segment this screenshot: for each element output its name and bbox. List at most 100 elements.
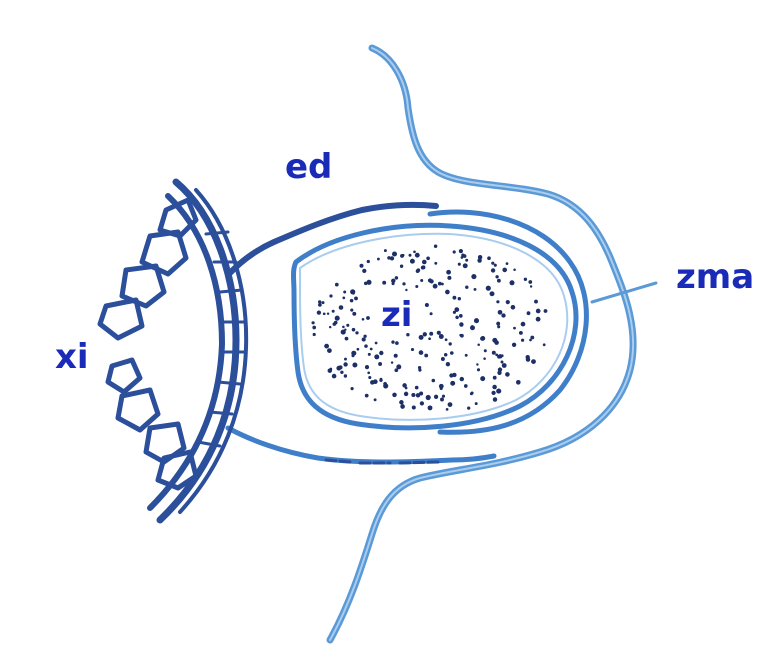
zi-oval-inner-outline: [300, 234, 567, 420]
zi-dot: [455, 316, 458, 319]
zi-dot: [492, 385, 497, 390]
zi-dot: [341, 330, 346, 335]
zi-dot: [370, 348, 373, 351]
zi-dot: [493, 397, 497, 401]
zi-dot: [449, 342, 452, 345]
zi-dot: [505, 372, 510, 377]
zi-dot: [399, 400, 404, 405]
zi-dot: [400, 254, 404, 258]
zi-dot: [441, 283, 444, 286]
zi-dot: [536, 309, 541, 314]
zi-dot: [419, 335, 424, 340]
zi-dot: [367, 371, 370, 374]
zi-dot: [440, 398, 444, 402]
zi-dot: [506, 300, 510, 304]
zi-dot: [465, 259, 468, 262]
zi-dot: [490, 291, 495, 296]
zi-dot: [405, 387, 408, 390]
zi-dot: [524, 278, 527, 281]
zi-dot: [432, 379, 436, 383]
zi-dot: [415, 285, 418, 288]
zi-dot: [492, 351, 496, 355]
zi-dot: [474, 318, 479, 323]
zi-dot: [362, 318, 365, 321]
zi-dot: [501, 361, 504, 364]
zi-dot: [536, 317, 541, 322]
zi-dot: [368, 281, 371, 284]
zi-dot: [350, 299, 354, 303]
zi-dot: [459, 322, 463, 326]
zi-dot: [480, 376, 485, 381]
zi-dot: [350, 309, 353, 312]
zi-dot: [465, 286, 468, 289]
zi-dot: [374, 398, 377, 401]
xylem-cell-4: [100, 300, 142, 338]
zi-dot: [364, 282, 367, 285]
zi-dot: [384, 249, 387, 252]
zi-dot: [359, 264, 363, 268]
zi-dot: [421, 265, 425, 269]
zi-dot: [497, 355, 501, 359]
zi-dot: [329, 294, 332, 297]
zi-dot: [312, 326, 316, 330]
zi-dot: [452, 373, 456, 377]
zi-dot: [396, 364, 401, 369]
zi-dot: [437, 331, 441, 335]
zi-dot: [495, 275, 498, 278]
zi-dot: [343, 362, 347, 366]
zi-dot: [543, 343, 546, 346]
zi-dot: [521, 339, 524, 342]
zi-dot: [475, 402, 478, 405]
zi-dot: [324, 344, 329, 349]
zi-dot: [497, 279, 501, 283]
zi-dot: [375, 342, 378, 345]
xylem-cells: [100, 200, 196, 488]
zi-dot: [534, 300, 538, 304]
zi-dot: [400, 265, 403, 268]
zi-dot: [409, 254, 412, 257]
zi-dot: [458, 297, 461, 300]
zi-dot: [494, 340, 499, 345]
zi-dot: [422, 260, 427, 265]
zi-dot: [513, 327, 516, 330]
zi-dot: [382, 281, 386, 285]
label-xi: xi: [55, 337, 89, 377]
zi-dot: [459, 249, 463, 253]
zi-dot: [313, 333, 316, 336]
zi-dot: [445, 290, 450, 295]
zi-dot: [344, 358, 347, 361]
xylem-cell-5: [108, 360, 140, 392]
zi-dot: [395, 276, 399, 280]
zi-dot: [491, 262, 494, 265]
zi-dot: [440, 387, 443, 390]
zi-dot: [311, 321, 314, 324]
label-zi: zi: [381, 295, 412, 335]
zi-dot: [453, 250, 456, 253]
zi-dot: [379, 379, 382, 382]
zi-dot: [340, 371, 343, 374]
zi-dot: [460, 377, 464, 381]
zi-dot: [346, 324, 349, 327]
zi-dot: [416, 269, 420, 273]
zi-dot: [531, 359, 536, 364]
zi-dot: [544, 309, 548, 313]
zi-dot: [446, 408, 449, 411]
zi-dot: [416, 393, 420, 397]
zi-dot: [323, 312, 326, 315]
zi-dot: [362, 337, 366, 341]
zi-dot: [327, 348, 332, 353]
zi-dot: [519, 331, 523, 335]
zi-dot: [428, 405, 433, 410]
zi-dot: [350, 289, 355, 294]
zi-dot: [424, 354, 428, 358]
zi-dot: [486, 286, 491, 291]
zi-dot: [452, 296, 456, 300]
zi-dot: [497, 325, 500, 328]
zi-dot: [351, 351, 356, 356]
zi-dot: [484, 349, 487, 352]
zi-dot: [528, 280, 532, 284]
zi-dot: [430, 312, 433, 315]
zi-dot: [463, 263, 468, 268]
zi-dot: [434, 244, 437, 247]
